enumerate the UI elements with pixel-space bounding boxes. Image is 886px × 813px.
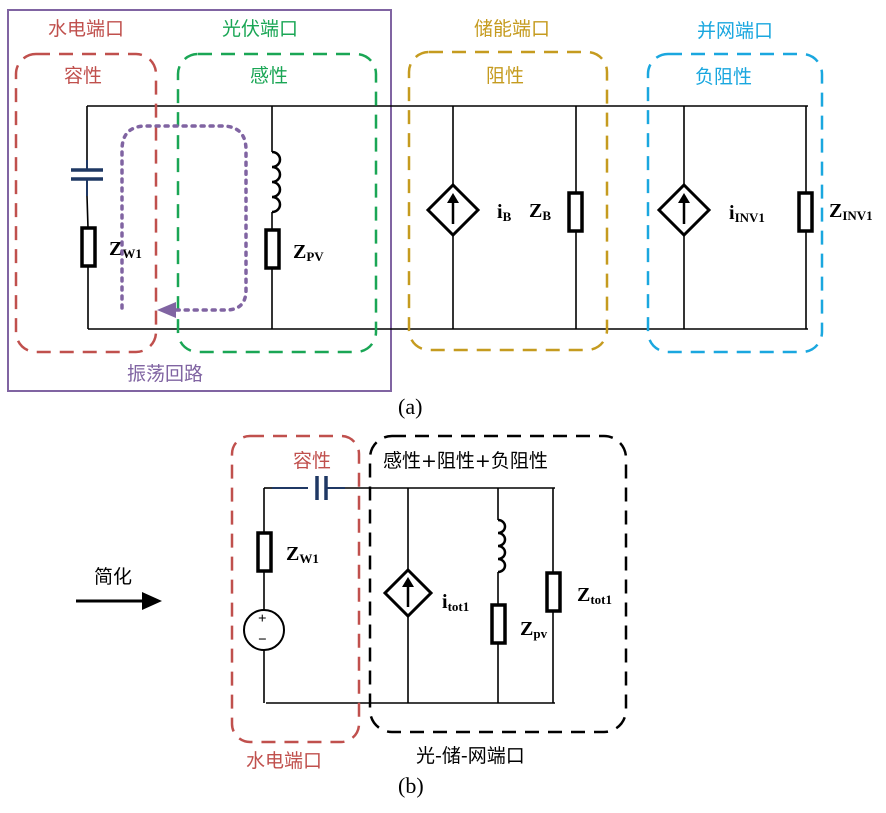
resistor-zpv-icon — [490, 603, 507, 645]
zpv-label: ZPV — [293, 241, 324, 264]
storage-branch: iB ZB — [425, 106, 584, 329]
resistor-zpv-icon — [264, 228, 281, 270]
resistor-ztot1-icon — [545, 571, 562, 613]
grid-port-title: 并网端口 — [697, 20, 773, 42]
storage-port-property: 阻性 — [486, 65, 524, 87]
zpv-label-b: Zpv — [520, 618, 548, 641]
hydro-property-b: 容性 — [293, 450, 331, 472]
inductor-icon — [497, 518, 507, 574]
hydro-branch: ZW1 — [71, 106, 142, 329]
hydro-port-title: 水电端口 — [48, 18, 124, 40]
ztot1-label: Ztot1 — [577, 584, 612, 607]
resistor-zw1-icon — [80, 226, 97, 268]
simplify-arrow: 简化 — [76, 566, 162, 610]
source-minus: − — [258, 632, 267, 648]
pv-port-box — [176, 52, 378, 354]
zw1-label-b: ZW1 — [286, 543, 319, 566]
oscillation-loop-frame — [7, 9, 392, 392]
pv-port-property: 感性 — [250, 65, 288, 87]
itot1-label: itot1 — [442, 591, 469, 614]
ib-label: iB — [497, 201, 512, 224]
hydro-port-box — [14, 52, 158, 354]
hydro-port-box-b — [230, 434, 361, 744]
combined-port-box — [368, 434, 628, 734]
pv-branch: ZPV — [264, 106, 324, 329]
grid-port-property: 负阻性 — [695, 66, 752, 88]
loop-arrow-icon — [157, 302, 176, 318]
grid-branch: iINV1 ZINV1 — [656, 106, 873, 329]
hydro-port-b: 水电端口 — [246, 750, 322, 772]
right-arrow-icon — [142, 592, 162, 610]
oscillation-loop-label: 振荡回路 — [127, 363, 203, 385]
hydro-port-property: 容性 — [64, 65, 102, 87]
oscillation-loop-path — [120, 124, 248, 312]
resistor-zb-icon — [567, 191, 584, 233]
storage-port-box — [407, 50, 609, 352]
zw1-label: ZW1 — [109, 238, 142, 261]
simplify-label: 简化 — [94, 566, 132, 588]
storage-port-title: 储能端口 — [474, 18, 550, 40]
panel-b-caption: (b) — [398, 773, 424, 798]
inductor-icon — [271, 150, 282, 214]
panel-b: + − ZW1 itot1 Zpv Ztot1 容性 感性+阻性+负阻性 水电端… — [230, 434, 628, 798]
resistor-zw1-icon — [256, 531, 273, 573]
resistor-zinv1-icon — [797, 191, 814, 233]
panel-a-caption: (a) — [398, 394, 422, 419]
grid-port-box — [646, 52, 824, 354]
zinv1-label: ZINV1 — [829, 200, 873, 223]
iinv1-label: iINV1 — [729, 202, 765, 225]
combined-property: 感性+阻性+负阻性 — [383, 450, 548, 472]
zb-label: ZB — [529, 200, 551, 223]
source-plus: + — [258, 611, 267, 627]
pv-port-title: 光伏端口 — [222, 18, 298, 40]
panel-a: ZW1 ZPV iB ZB — [7, 9, 873, 419]
combined-port: 光-储-网端口 — [416, 745, 525, 767]
